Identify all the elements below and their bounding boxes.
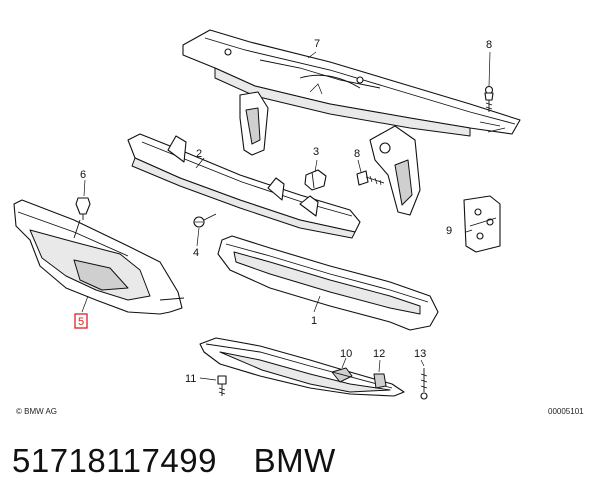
part-13-screw [420,368,428,400]
part-3-clip [304,169,327,191]
callout-2: 2 [196,148,202,160]
part-4-screw [193,213,217,228]
leader-lines [81,51,491,381]
callout-9: 9 [446,225,452,237]
callout-3: 3 [313,146,319,158]
part-7-front-panel [182,29,521,216]
callout-13: 13 [414,348,426,360]
part-10-underbody-cover [199,337,405,397]
part-1-lower-frame [217,235,439,331]
part-8-screw-middle [356,170,385,186]
callout-4: 4 [193,247,199,259]
callout-8-middle: 8 [354,148,360,160]
part-number: 51718117499 [12,442,217,479]
part-2-carrier-bar [127,133,361,239]
callout-1: 1 [311,315,317,327]
part-11-screw [217,375,227,396]
part-9-bracket-plate [463,195,501,253]
callout-5: 5 [78,316,84,328]
part-5-air-duct [13,199,185,315]
callout-7: 7 [314,38,320,50]
callout-11: 11 [185,373,196,385]
part-8-bolt-upper [484,85,494,112]
diagram-code: 00005101 [548,407,584,416]
callout-8-upper: 8 [486,39,492,51]
copyright-label: © BMW AG [16,407,57,416]
part-caption: 51718117499 BMW [12,436,336,486]
callout-10: 10 [340,348,352,360]
part-12-nut-clip [373,373,387,389]
part-6-clip [75,197,91,220]
callout-5-highlight: 5 [74,313,88,329]
callout-12: 12 [373,348,385,360]
brand-name: BMW [253,442,336,479]
exploded-parts-diagram: 7 8 2 3 8 6 9 4 1 5 10 12 13 11 © BMW AG… [13,29,584,416]
callout-6: 6 [80,169,86,181]
